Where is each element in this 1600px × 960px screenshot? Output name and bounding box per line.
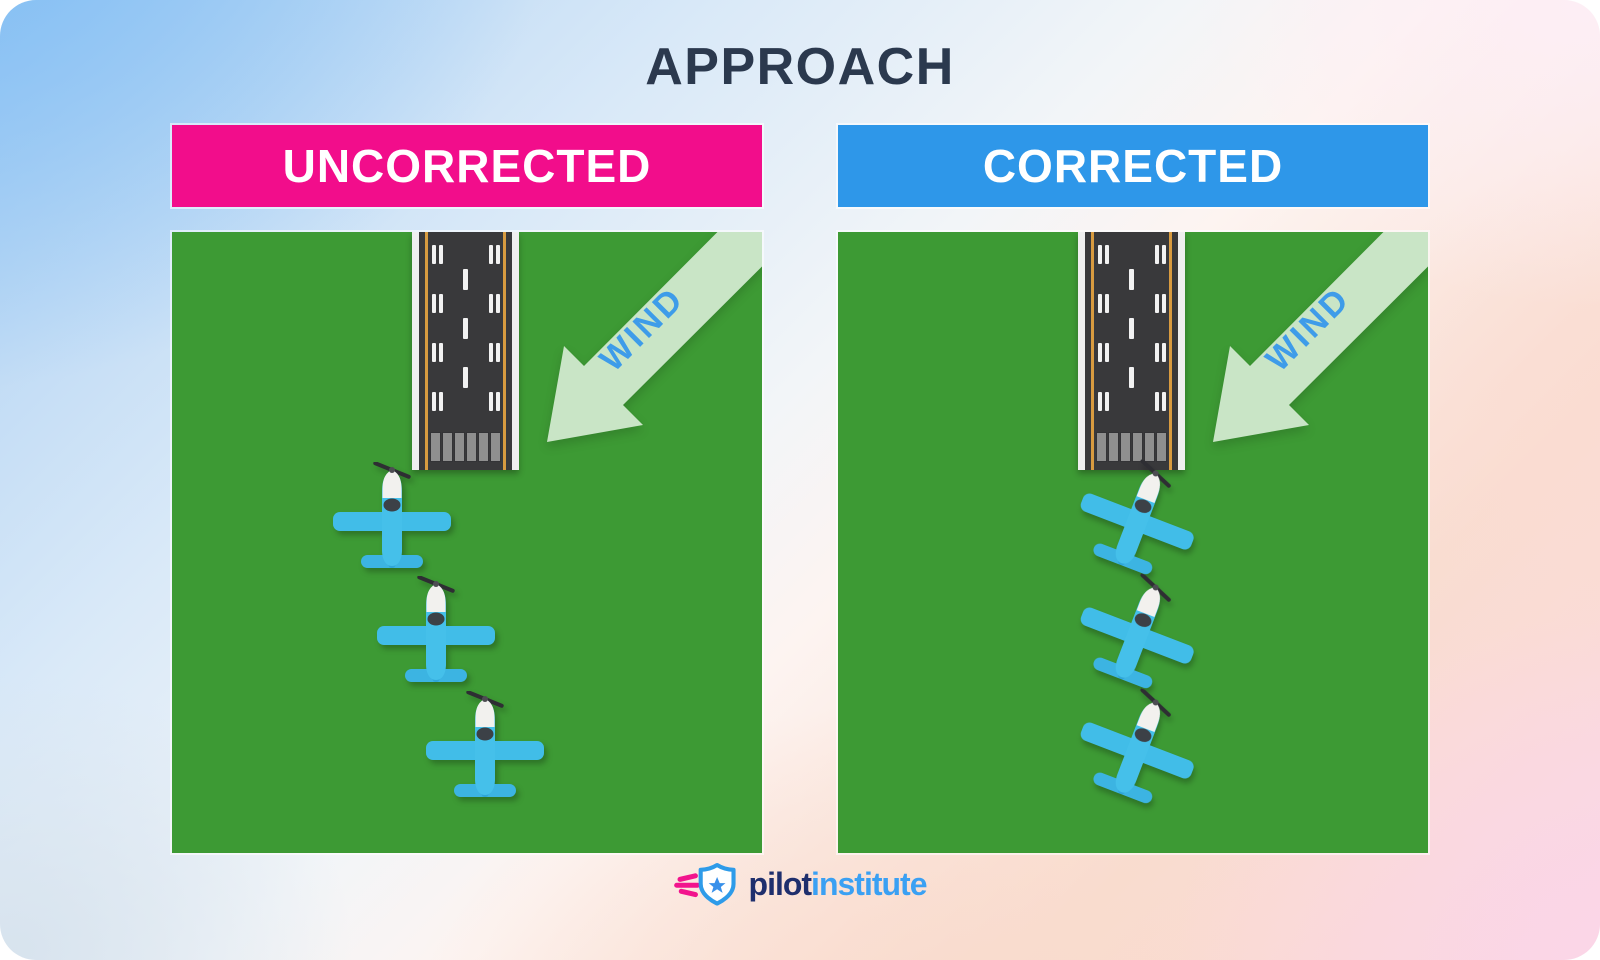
- brand-word-pilot: pilot: [748, 866, 813, 902]
- runway-side-stripe: [1078, 232, 1085, 470]
- runway-threshold-bar: [432, 392, 436, 411]
- runway-threshold-bar: [1098, 343, 1102, 362]
- runway-threshold-bar: [1155, 392, 1159, 411]
- runway-piano-key: [490, 432, 501, 462]
- wind-arrow: [1213, 232, 1428, 442]
- brand-word-institute: institute: [811, 866, 927, 902]
- brand-wordmark: pilotinstitute: [748, 860, 928, 908]
- airplane-track-uncorrected: [172, 232, 762, 853]
- runway-piano-key: [466, 432, 477, 462]
- page-title: APPROACH: [645, 38, 955, 96]
- runway-threshold-bar: [496, 392, 500, 411]
- runway-threshold-bar: [496, 343, 500, 362]
- runway-threshold-bar: [1098, 392, 1102, 411]
- runway-piano-key: [1156, 432, 1167, 462]
- airplane: [376, 576, 496, 696]
- winged-shield-star-icon: [673, 863, 736, 906]
- runway-threshold-bar: [1155, 245, 1159, 264]
- airplane: [425, 691, 545, 811]
- runway-centerline-dash: [463, 269, 468, 290]
- runway-threshold-bar: [432, 343, 436, 362]
- airplane-track-corrected: [838, 232, 1428, 853]
- runway-threshold-bar: [489, 343, 493, 362]
- runway-threshold-bar: [439, 343, 443, 362]
- corrected-header-label: CORRECTED: [982, 140, 1284, 192]
- uncorrected-header-label: UNCORRECTED: [282, 140, 652, 192]
- corrected-panel: WIND: [838, 232, 1428, 853]
- runway-threshold-bar: [432, 294, 436, 313]
- runway-side-stripe: [512, 232, 519, 470]
- runway-threshold-bar: [1105, 294, 1109, 313]
- runway-threshold-bar: [1105, 343, 1109, 362]
- runway-threshold-bar: [439, 245, 443, 264]
- runway-edge-line: [425, 232, 428, 470]
- runway-centerline-dash: [463, 367, 468, 388]
- runway-threshold-bar: [496, 245, 500, 264]
- runway: [1078, 232, 1185, 470]
- runway-piano-key: [1144, 432, 1155, 462]
- runway-threshold-bar: [439, 392, 443, 411]
- wind-arrow-group: WIND: [547, 232, 762, 442]
- runway-side-stripe: [1178, 232, 1185, 470]
- runway-threshold-bar: [1162, 343, 1166, 362]
- runway-threshold-bar: [1098, 294, 1102, 313]
- runway-edge-line: [503, 232, 506, 470]
- runway-threshold-bar: [1155, 343, 1159, 362]
- runway-piano-key: [442, 432, 453, 462]
- runway-piano-key: [430, 432, 441, 462]
- runway-centerline-dash: [463, 318, 468, 339]
- uncorrected-panel: WIND: [172, 232, 762, 853]
- brand-logo: pilotinstitute: [0, 860, 1600, 908]
- runway-threshold-bar: [489, 294, 493, 313]
- runway-threshold-bar: [1098, 245, 1102, 264]
- runway-threshold-bar: [496, 294, 500, 313]
- runway-piano-key: [1132, 432, 1143, 462]
- runway-piano-key: [1096, 432, 1107, 462]
- runway-piano-key: [1120, 432, 1131, 462]
- airplane: [332, 462, 452, 582]
- uncorrected-header-bar: UNCORRECTED: [172, 125, 762, 207]
- corrected-header-bar: CORRECTED: [838, 125, 1428, 207]
- runway-side-stripe: [412, 232, 419, 470]
- runway-edge-line: [1169, 232, 1172, 470]
- wind-arrow: [547, 232, 762, 442]
- runway-threshold-bar: [1155, 294, 1159, 313]
- runway-threshold-bar: [439, 294, 443, 313]
- runway-threshold-bar: [1162, 294, 1166, 313]
- wind-arrow-group: WIND: [1213, 232, 1428, 442]
- runway-piano-key: [1108, 432, 1119, 462]
- runway-threshold-bar: [1105, 245, 1109, 264]
- runway-centerline-dash: [1129, 367, 1134, 388]
- runway-threshold-bar: [1162, 392, 1166, 411]
- runway: [412, 232, 519, 470]
- runway-edge-line: [1091, 232, 1094, 470]
- runway-centerline-dash: [1129, 269, 1134, 290]
- runway-threshold-bar: [1105, 392, 1109, 411]
- runway-piano-key: [454, 432, 465, 462]
- runway-threshold-bar: [432, 245, 436, 264]
- runway-threshold-bar: [1162, 245, 1166, 264]
- runway-piano-key: [478, 432, 489, 462]
- airplane: [1059, 673, 1214, 828]
- runway-threshold-bar: [489, 245, 493, 264]
- runway-centerline-dash: [1129, 318, 1134, 339]
- runway-threshold-bar: [489, 392, 493, 411]
